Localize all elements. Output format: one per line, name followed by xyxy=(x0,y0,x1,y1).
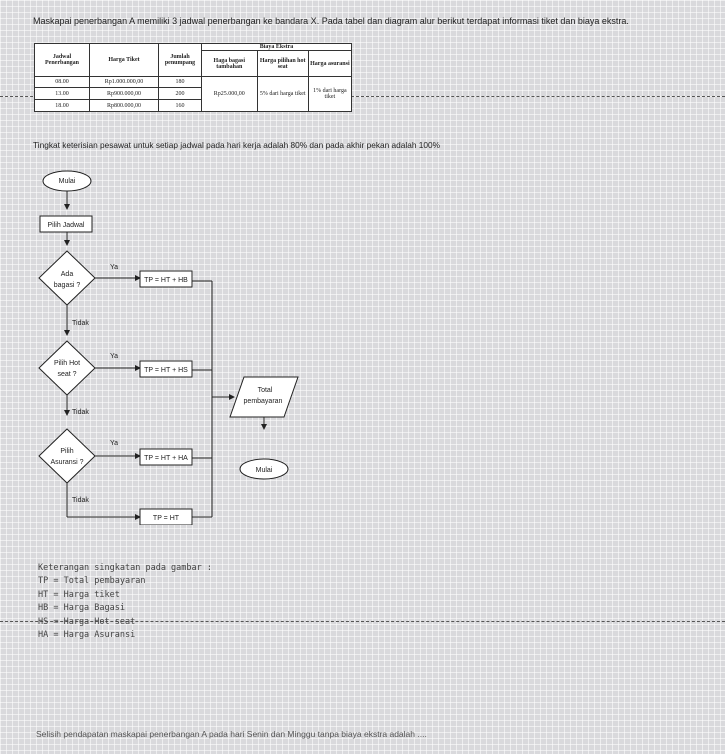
flowchart: Mulai Pilih Jadwal Ada bagasi ? Pilih Ho… xyxy=(38,170,299,525)
decision-label: bagasi ? xyxy=(54,282,81,289)
header-bagasi: Haga bagasi tambahan xyxy=(201,50,258,77)
keterangan-title: Keterangan singkatan pada gambar : xyxy=(38,563,212,573)
divider xyxy=(0,96,725,97)
formula-label: TP = HT + HA xyxy=(144,455,188,462)
process-hs xyxy=(139,360,193,378)
keterangan-item: TP = Total pembayaran xyxy=(38,576,146,587)
ya-label: Ya xyxy=(110,440,118,447)
ticket-table: Jadwal Penerbangan Harga Tiket Jumlah pe… xyxy=(34,43,353,112)
header-jumlah: Jumlah penumpang xyxy=(158,43,202,77)
end-label: Mulai xyxy=(256,467,273,474)
tidak-label: Tidak xyxy=(72,320,89,327)
formula-label: TP = HT + HS xyxy=(144,367,188,374)
formula-label: TP = HT xyxy=(153,515,180,522)
occupancy-note: Tingkat keterisian pesawat untuk setiap … xyxy=(33,140,440,150)
decision-bagasi xyxy=(38,250,96,306)
keterangan-item: HS = Harga Hot seat xyxy=(38,616,136,627)
extra-hot-seat: 5% dari harga tiket xyxy=(256,76,309,112)
question-text: Selisih pendapatan maskapai penerbangan … xyxy=(36,729,427,739)
process-pilih-jadwal xyxy=(39,215,93,233)
header-jadwal: Jadwal Penerbangan xyxy=(34,43,90,77)
decision-asuransi xyxy=(38,428,96,484)
table-row: 18.00 Rp800.000,00 160 xyxy=(34,99,352,112)
decision-label: Pilih Hot xyxy=(54,360,80,367)
divider xyxy=(0,621,725,622)
process-ht xyxy=(139,508,193,525)
process-hb xyxy=(139,270,193,288)
start-terminal xyxy=(42,170,92,192)
extra-bagasi: Rp25.000,00 xyxy=(201,76,258,112)
formula-label: TP = HT + HB xyxy=(144,277,188,284)
output-label: pembayaran xyxy=(244,398,283,405)
extra-asuransi: 1% dari harga tiket xyxy=(307,76,353,112)
keterangan: Keterangan singkatan pada gambar : TP = … xyxy=(38,562,212,642)
decision-label: Pilih xyxy=(60,448,73,455)
header-harga-tiket: Harga Tiket xyxy=(89,43,159,77)
decision-label: Ada xyxy=(61,271,74,278)
output-label: Total xyxy=(258,387,273,394)
start-label: Mulai xyxy=(59,178,76,185)
ya-label: Ya xyxy=(110,264,118,271)
decision-label: seat ? xyxy=(57,371,76,378)
table-row: 08.00 Rp1.000.000,00 180 Rp25.000,00 5% … xyxy=(34,76,353,112)
end-terminal xyxy=(239,458,289,480)
intro-text: Maskapai penerbangan A memiliki 3 jadwal… xyxy=(33,16,629,26)
decision-hot-seat xyxy=(38,340,96,396)
pilih-jadwal-label: Pilih Jadwal xyxy=(48,222,85,229)
header-biaya-ekstra: Biaya Ekstra xyxy=(201,43,352,51)
tidak-label: Tidak xyxy=(72,497,89,504)
keterangan-item: HT = Harga tiket xyxy=(38,589,120,600)
keterangan-item: HA = Harga Asuransi xyxy=(38,630,136,641)
keterangan-item: HB = Harga Bagasi xyxy=(38,603,125,614)
process-ha xyxy=(139,448,193,466)
ya-label: Ya xyxy=(110,353,118,360)
tidak-label: Tidak xyxy=(72,409,89,416)
decision-label: Asuransi ? xyxy=(50,459,83,466)
header-hot-seat: Harga pilihan hot seat xyxy=(256,50,309,77)
output-total xyxy=(229,376,299,418)
header-asuransi: Harga asuransi xyxy=(307,50,353,77)
